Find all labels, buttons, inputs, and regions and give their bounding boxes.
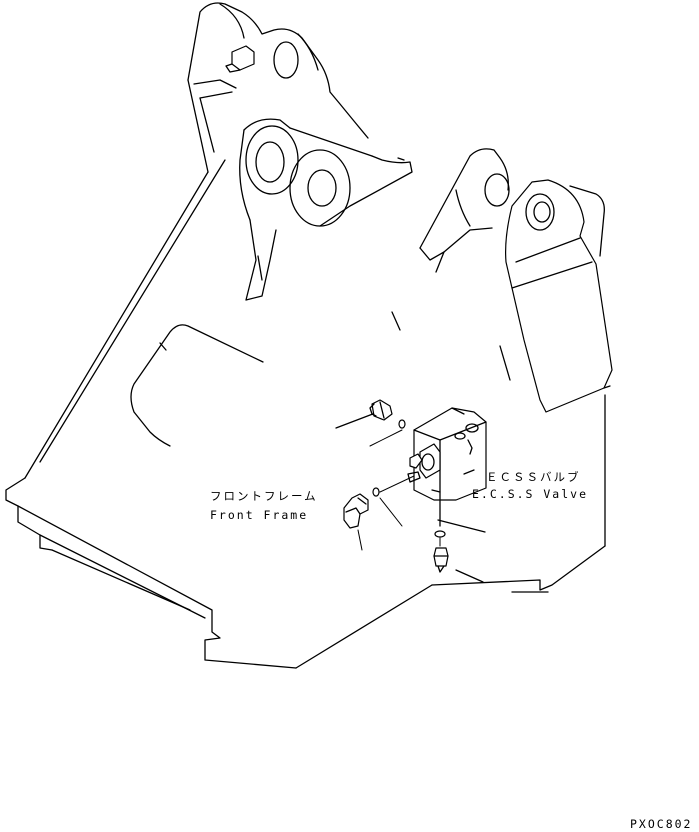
front-frame-label-jp: フロントフレーム: [210, 489, 318, 503]
valve-label-jp: ＥＣＳＳバルブ: [486, 470, 581, 484]
right-tower: [419, 148, 613, 413]
ecss-valve: [407, 407, 487, 527]
o-ring-lower: [372, 487, 380, 497]
fittings: [343, 399, 449, 573]
o-ring-bottom: [434, 530, 446, 538]
front-frame-label-en: Front Frame: [210, 508, 308, 522]
valve-label-en: E.C.S.S Valve: [472, 487, 588, 501]
front-frame: [5, 159, 606, 669]
o-ring-upper: [398, 419, 406, 429]
drawing-code: PXOC802: [630, 817, 692, 831]
left-tower: [187, 2, 413, 301]
labels: フロントフレーム Front Frame ＥＣＳＳバルブ E.C.S.S Val…: [210, 470, 692, 831]
